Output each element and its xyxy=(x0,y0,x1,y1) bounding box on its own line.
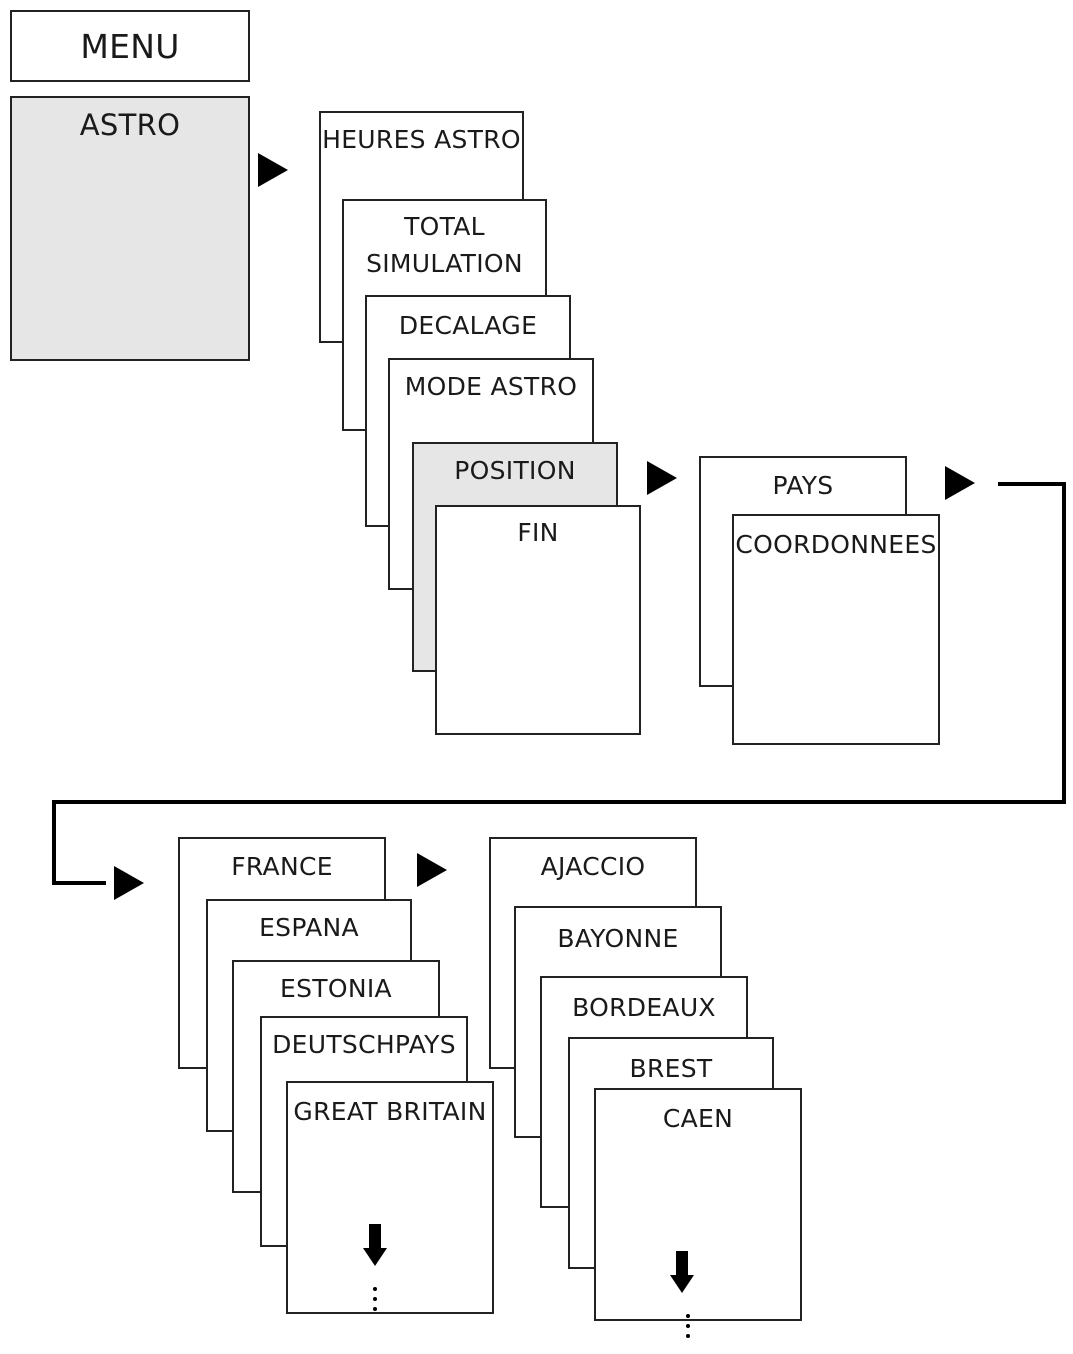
decalage-label: DECALAGE xyxy=(398,311,538,340)
arrow-down-icon xyxy=(670,1251,694,1293)
triangle-right-icon xyxy=(417,853,447,887)
city-bordeaux-label: BORDEAUX xyxy=(572,993,716,1022)
vertical-ellipsis-icon xyxy=(372,1287,378,1317)
position-label: POSITION xyxy=(454,456,576,485)
fin-label: FIN xyxy=(517,518,559,547)
coordonnees-item[interactable]: COORDONNEES xyxy=(732,514,940,745)
country-great-britain-item[interactable]: GREAT BRITAIN xyxy=(286,1081,494,1314)
astro-label: ASTRO xyxy=(79,108,181,142)
pays-label: PAYS xyxy=(772,471,834,500)
total-simulation-line-1: TOTAL xyxy=(404,212,485,241)
country-great-britain-label: GREAT BRITAIN xyxy=(293,1097,487,1126)
mode-astro-label: MODE ASTRO xyxy=(404,372,578,401)
menu-title-box[interactable]: MENU xyxy=(10,10,250,82)
menu-title: MENU xyxy=(80,27,180,66)
country-france-label: FRANCE xyxy=(231,852,333,881)
city-ajaccio-label: AJACCIO xyxy=(540,852,646,881)
fin-item[interactable]: FIN xyxy=(435,505,641,735)
arrow-down-icon xyxy=(363,1224,387,1266)
triangle-right-icon xyxy=(258,153,288,187)
city-brest-label: BREST xyxy=(629,1054,713,1083)
astro-menu-item[interactable]: ASTRO xyxy=(10,96,250,361)
coordonnees-label: COORDONNEES xyxy=(735,530,937,559)
total-simulation-line-2: SIMULATION xyxy=(366,249,523,278)
city-bayonne-label: BAYONNE xyxy=(557,924,679,953)
city-caen-label: CAEN xyxy=(662,1104,734,1133)
triangle-right-icon xyxy=(945,466,975,500)
country-espana-label: ESPANA xyxy=(259,913,359,942)
country-deutschpays-label: DEUTSCHPAYS xyxy=(272,1030,456,1059)
vertical-ellipsis-icon xyxy=(685,1314,691,1344)
triangle-right-icon xyxy=(647,461,677,495)
heures-astro-label: HEURES ASTRO xyxy=(322,125,521,154)
city-caen-item[interactable]: CAEN xyxy=(594,1088,802,1321)
triangle-right-icon xyxy=(114,866,144,900)
country-estonia-label: ESTONIA xyxy=(280,974,392,1003)
